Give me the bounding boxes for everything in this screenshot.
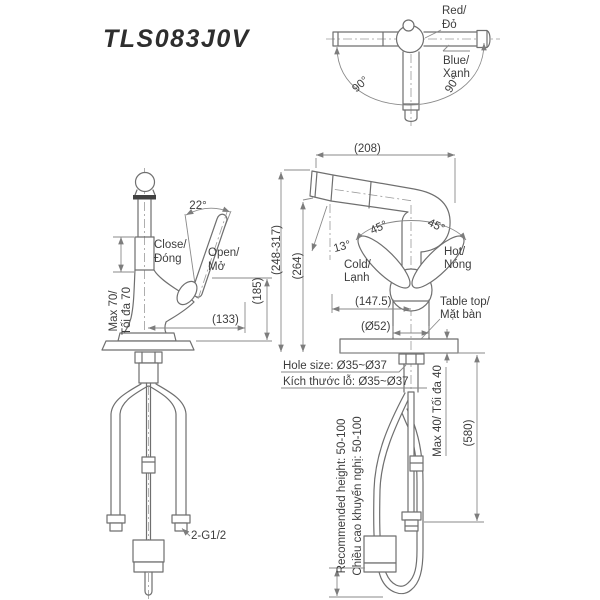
red-label-vi: Đỏ <box>442 19 457 31</box>
spout-height-label: (185) <box>252 277 264 304</box>
hot-label: Hot/ <box>444 246 466 258</box>
open-label: Open/ <box>208 247 240 259</box>
spout-reach-label: (133) <box>212 314 239 326</box>
table-top-label-vi: Mặt bàn <box>440 309 482 321</box>
swing-left-label: 45° <box>369 219 390 237</box>
inlet-thread-label: 2-G1/2 <box>191 530 226 542</box>
overall-width-label: (208) <box>354 143 381 155</box>
hole-size-label: Hole size: Ø35~Ø37 <box>283 360 387 372</box>
cold-label: Cold/ <box>344 259 372 271</box>
deck-max-label: Max 70/ <box>108 290 120 332</box>
handle-top-view-drawing <box>326 19 500 126</box>
close-label: Close/ <box>154 239 187 251</box>
side-view-drawing <box>101 168 232 600</box>
base-diameter-label: (Ø52) <box>361 321 391 333</box>
reach-center-label: (147.5) <box>355 296 392 308</box>
cold-label-vi: Lạnh <box>344 272 370 284</box>
table-top-label: Table top/ <box>440 296 491 308</box>
model-number: TLS083J0V <box>103 25 251 53</box>
front-view-dimensions <box>278 152 484 598</box>
outlet-height-label: (264) <box>292 252 304 279</box>
spray-angle-label: 13° <box>332 239 352 255</box>
swing-right-label: 45° <box>426 217 447 235</box>
red-label: Red/ <box>442 5 467 17</box>
close-label-vi: Đóng <box>154 253 182 265</box>
hole-size-label-vi: Kích thước lỗ: Ø35~Ø37 <box>283 375 409 388</box>
recommended-height-label-vi: Chiều cao khuyến nghị: 50-100 <box>352 416 364 575</box>
blue-label-vi: Xanh <box>443 68 470 80</box>
hose-length-label: (580) <box>463 419 475 446</box>
hot-label-vi: Nóng <box>444 259 472 271</box>
front-view-labels: (208) 45° 45° 13° Cold/ Lạnh Hot/ Nóng (… <box>271 143 491 576</box>
side-view-labels: 22° Close/ Đóng Open/ Mở Max 70/ Tối đa … <box>108 200 264 542</box>
deck-max-label-vi: Tối đa 70 <box>121 287 133 335</box>
open-label-vi: Mở <box>208 261 226 273</box>
handle-angle-label: 22° <box>189 200 206 212</box>
height-range-label: (248-317) <box>271 225 283 275</box>
blue-label: Blue/ <box>443 55 470 67</box>
recommended-height-label: Recommended height: 50-100 <box>336 419 348 574</box>
swivel-left-angle: 90° <box>350 74 371 95</box>
side-view-dimensions <box>113 236 272 342</box>
counter-max-label: Max 40/ Tối đa 40 <box>432 365 444 457</box>
